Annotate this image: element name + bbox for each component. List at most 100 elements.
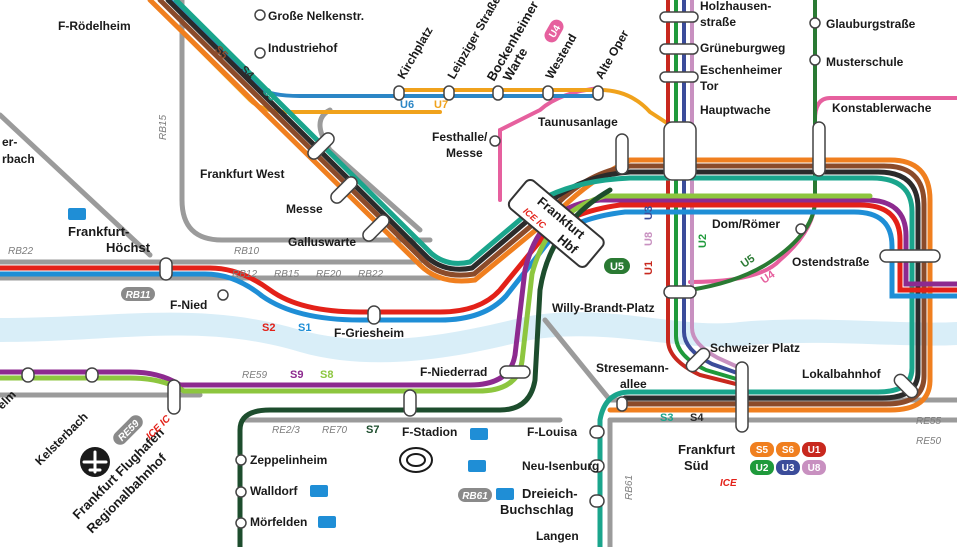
label-tor: Tor [700, 79, 719, 93]
label-willy-brandt: Willy-Brandt-Platz [552, 301, 655, 315]
label-musterschule: Musterschule [826, 55, 904, 69]
airplane-icon [80, 447, 110, 477]
line-label-u2: U2 [697, 234, 709, 248]
db-icon [468, 460, 486, 472]
line-label-s3b: S3 [660, 412, 673, 424]
label-konstabler: Konstablerwache [832, 101, 932, 115]
code-rb10: RB10 [234, 246, 259, 257]
bubble-sued-u8: U8 [808, 463, 821, 474]
code-re20: RE20 [316, 269, 341, 280]
label-festhalle-messe: Messe [446, 146, 483, 160]
label-walldorf: Walldorf [250, 484, 299, 498]
code-re55: RE55 [916, 416, 941, 427]
bubble-sued-u1: U1 [808, 445, 821, 456]
label-rbach: rbach [2, 152, 35, 166]
line-label-s8: S8 [320, 369, 333, 381]
label-kirchplatz: Kirchplatz [394, 24, 435, 81]
line-label-u1: U1 [643, 261, 655, 275]
label-strasse: straße [700, 15, 736, 29]
line-label-s4b: S4 [690, 412, 704, 424]
label-domroemer: Dom/Römer [712, 217, 780, 231]
label-langen: Langen [536, 529, 579, 543]
label-moerfelden: Mörfelden [250, 515, 307, 529]
line-label-u7: U7 [434, 99, 448, 111]
label-zeppelinheim: Zeppelinheim [250, 453, 327, 467]
label-er: er- [2, 135, 17, 149]
label-nelkenstr: Große Nelkenstr. [268, 9, 364, 23]
label-fnied: F-Nied [170, 298, 207, 312]
line-label-u3: U3 [643, 206, 655, 220]
db-icon [310, 485, 328, 497]
sued-ice: ICE [720, 478, 737, 489]
label-stresemann-a: Stresemann- [596, 361, 669, 375]
line-label-s2: S2 [262, 322, 275, 334]
stations [21, 9, 941, 529]
label-alteoper: Alte Oper [592, 27, 631, 81]
u2-line [674, 0, 742, 382]
label-galluswarte: Galluswarte [288, 235, 356, 249]
line-label-s1: S1 [298, 322, 311, 334]
label-schweizer: Schweizer Platz [710, 341, 800, 355]
label-eschenheimer: Eschenheimer [700, 63, 782, 77]
bubble-sued-s5: S5 [756, 445, 769, 456]
db-icon [318, 516, 336, 528]
line-label-u5: U5 [739, 253, 757, 271]
label-dreieich-a: Dreieich- [522, 486, 578, 501]
label-hauptwache: Hauptwache [700, 103, 771, 117]
label-elm: elm [0, 388, 19, 413]
line-label-u6: U6 [400, 99, 414, 111]
label-roedelheim: F-Rödelheim [58, 19, 131, 33]
label-stresemann-b: allee [620, 377, 647, 391]
stadium-icon [399, 447, 433, 473]
label-stadion: F-Stadion [402, 425, 457, 439]
label-niederrad: F-Niederrad [420, 365, 487, 379]
label-neuisenburg: Neu-Isenburg [522, 459, 599, 473]
bubble-u5: U5 [610, 261, 624, 273]
label-sued-b: Süd [684, 458, 709, 473]
bubble-sued-u3: U3 [782, 463, 795, 474]
label-taunusanlage: Taunusanlage [538, 115, 618, 129]
label-glauburg: Glauburgstraße [826, 17, 916, 31]
label-holzhausen: Holzhausen- [700, 0, 771, 13]
u8-line [690, 0, 742, 370]
code-re50: RE50 [916, 436, 941, 447]
code-rb22b: RB22 [358, 269, 383, 280]
code-rb15-vertical: RB15 [158, 115, 169, 140]
label-lokalbahnhof: Lokalbahnhof [802, 367, 882, 381]
line-bubbles: U4 U5 S5 S6 U1 U2 U3 U8 [544, 19, 826, 475]
db-icons [68, 208, 514, 528]
label-louisa: F-Louisa [527, 425, 577, 439]
db-icon [496, 488, 514, 500]
db-icon [68, 208, 86, 220]
label-griesheim: F-Griesheim [334, 326, 404, 340]
label-messe: Messe [286, 202, 323, 216]
bubble-sued-u2: U2 [756, 463, 769, 474]
code-rb12: RB12 [232, 269, 257, 280]
label-festhalle: Festhalle/ [432, 130, 488, 144]
line-label-s7: S7 [366, 424, 379, 436]
label-ostend: Ostendstraße [792, 255, 870, 269]
code-rb22: RB22 [8, 246, 33, 257]
db-icon [470, 428, 488, 440]
code-rb15: RB15 [274, 269, 299, 280]
label-industriehof: Industriehof [268, 41, 338, 55]
line-label-s9: S9 [290, 369, 303, 381]
label-frankfurt-west: Frankfurt West [200, 167, 284, 181]
label-dreieich-b: Buchschlag [500, 502, 574, 517]
label-hoechst-b: Höchst [106, 240, 151, 255]
badge-rb61: RB61 [462, 491, 488, 502]
u1-u8-line-a [666, 0, 742, 387]
label-grueneburgweg: Grüneburgweg [700, 41, 785, 55]
label-sued-a: Frankfurt [678, 442, 736, 457]
code-re59: RE59 [242, 370, 267, 381]
line-label-u8: U8 [643, 232, 655, 246]
code-re70: RE70 [322, 425, 347, 436]
code-rb61-vertical: RB61 [624, 475, 635, 500]
u3-line [682, 0, 742, 376]
river [0, 312, 957, 363]
badge-rb11: RB11 [126, 290, 151, 301]
label-hoechst-a: Frankfurt- [68, 224, 129, 239]
bubble-sued-s6: S6 [782, 445, 795, 456]
code-re2-3: RE2/3 [272, 425, 300, 436]
